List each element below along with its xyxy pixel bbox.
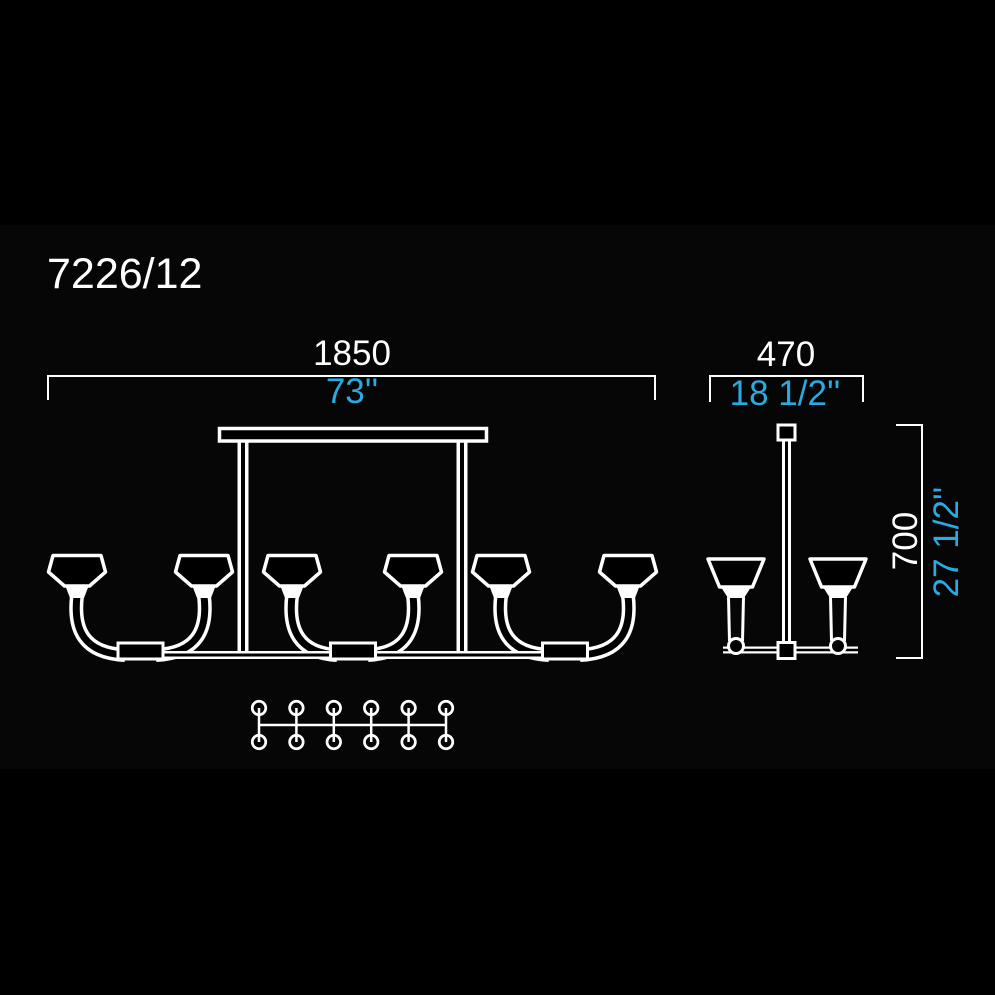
depth-dimension-line bbox=[709, 375, 864, 402]
plan-light-pair bbox=[325, 699, 342, 751]
front-shades bbox=[46, 553, 659, 598]
width-metric-label: 1850 bbox=[313, 334, 391, 373]
plan-light-pair bbox=[363, 699, 380, 751]
depth-metric-label: 470 bbox=[756, 335, 816, 374]
plan-light-pair bbox=[437, 699, 455, 751]
model-number: 7226/12 bbox=[47, 250, 203, 298]
depth-imperial-label: 18 1/2'' bbox=[729, 374, 841, 413]
height-metric-label: 700 bbox=[886, 511, 925, 571]
side-center-block bbox=[776, 641, 797, 660]
front-stems bbox=[237, 441, 468, 652]
side-elevation-view bbox=[706, 423, 868, 660]
plan-light-pair bbox=[400, 699, 417, 751]
dimension-lines bbox=[47, 375, 923, 659]
plan-light-pair bbox=[288, 699, 305, 751]
front-elevation-view bbox=[46, 426, 659, 662]
width-dimension-line bbox=[47, 375, 656, 400]
front-canopy bbox=[217, 426, 489, 443]
front-connector-blocks bbox=[116, 641, 589, 661]
height-dimension-line bbox=[896, 424, 923, 659]
width-imperial-label: 73'' bbox=[325, 372, 379, 411]
side-arm-feet bbox=[727, 637, 847, 655]
height-imperial-label: 27 1/2'' bbox=[927, 486, 966, 598]
side-shades bbox=[706, 557, 868, 598]
plan-light-pair bbox=[250, 699, 268, 751]
plan-view-connectors bbox=[250, 699, 455, 751]
side-canopy-block bbox=[776, 423, 797, 442]
side-arm-tapers bbox=[727, 596, 847, 642]
drawing-panel-background bbox=[0, 225, 995, 769]
